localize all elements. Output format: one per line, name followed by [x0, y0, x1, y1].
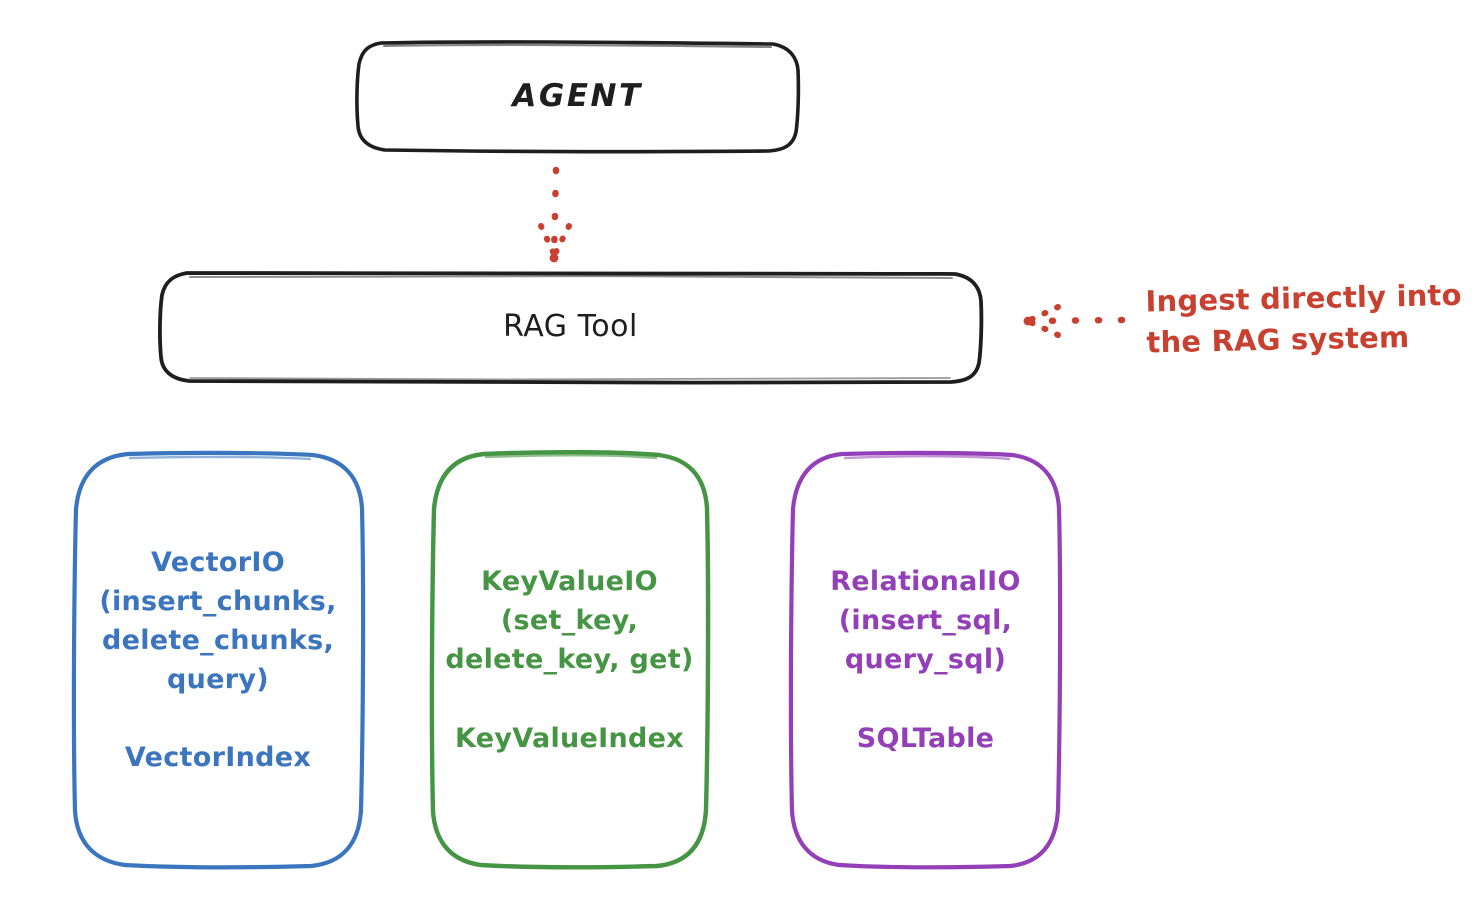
node-vector-io-label: VectorIO (insert_chunks, delete_chunks, … [99, 546, 337, 774]
node-keyvalue-io[interactable]: KeyValueIO (set_key, delete_key, get) Ke… [428, 449, 711, 870]
node-vector-io[interactable]: VectorIO (insert_chunks, delete_chunks, … [70, 450, 366, 870]
node-rag-tool-label: RAG Tool [503, 308, 638, 344]
node-agent-label: AGENT [512, 77, 643, 114]
connector-agent-to-rag-tool [538, 166, 572, 263]
node-relational-io[interactable]: RelationalIO (insert_sql, query_sql) SQL… [788, 450, 1063, 870]
node-agent[interactable]: AGENT [355, 40, 801, 154]
node-rag-tool[interactable]: RAG Tool [157, 270, 984, 385]
node-relational-io-label: RelationalIO (insert_sql, query_sql) SQL… [830, 566, 1021, 754]
node-keyvalue-io-label: KeyValueIO (set_key, delete_key, get) Ke… [445, 566, 694, 754]
connector-ingest-to-rag-tool [1023, 304, 1126, 338]
annotation-ingest-text: Ingest directly into the RAG system [1145, 277, 1463, 360]
